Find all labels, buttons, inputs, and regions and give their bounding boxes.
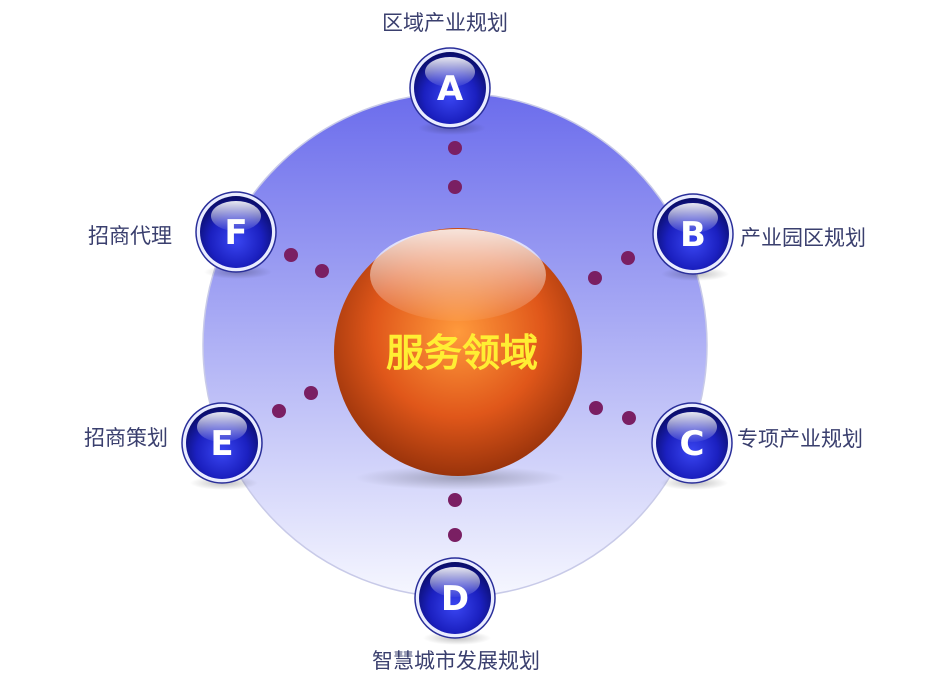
node-letter: A: [437, 69, 464, 109]
node-letter: B: [680, 215, 706, 255]
node-label: 智慧城市发展规划: [372, 649, 540, 673]
node-letter: E: [210, 424, 233, 464]
node-b: B 产业园区规划: [652, 193, 866, 281]
connector-dots: [272, 141, 636, 542]
node-d: D 智慧城市发展规划: [372, 557, 540, 673]
connector-dot: [284, 248, 298, 262]
node-f: F 招商代理: [88, 191, 277, 279]
outer-nodes: A 区域产业规划 B 产业园区规划 C 专项产业规划 D 智慧城市发展规划 E 招商策划 F 招商代理: [84, 11, 866, 673]
connector-dot: [304, 386, 318, 400]
node-letter: D: [441, 579, 469, 619]
node-label: 专项产业规划: [737, 427, 863, 451]
node-c: C 专项产业规划: [651, 402, 863, 490]
connector-dot: [448, 141, 462, 155]
connector-dot: [448, 493, 462, 507]
connector-dot: [588, 271, 602, 285]
center-sphere: 服务领域: [334, 228, 582, 490]
node-letter: F: [224, 213, 247, 253]
connector-dot: [448, 528, 462, 542]
connector-dot: [621, 251, 635, 265]
node-letter: C: [680, 424, 705, 464]
node-label: 区域产业规划: [382, 11, 508, 35]
connector-dot: [589, 401, 603, 415]
connector-dot: [315, 264, 329, 278]
connector-dot: [448, 180, 462, 194]
node-a: A 区域产业规划: [382, 11, 508, 135]
node-label: 招商策划: [84, 426, 168, 450]
node-label: 产业园区规划: [740, 226, 866, 250]
node-label: 招商代理: [88, 224, 172, 248]
connector-dot: [272, 404, 286, 418]
connector-dot: [622, 411, 636, 425]
center-label: 服务领域: [386, 331, 538, 375]
node-e: E 招商策划: [84, 402, 263, 490]
